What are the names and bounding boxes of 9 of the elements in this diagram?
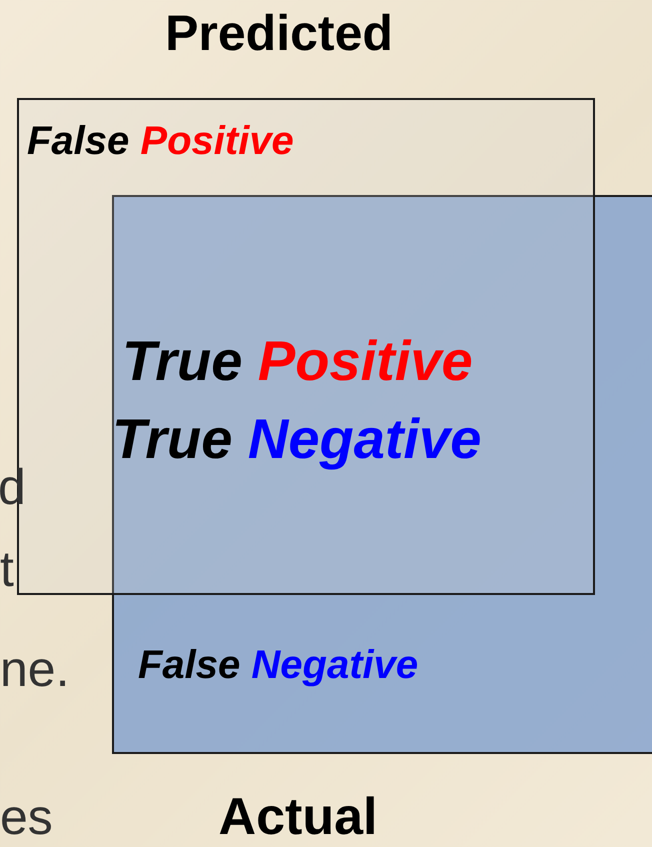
heading: Predicted xyxy=(165,6,393,61)
cell-label: False Negative xyxy=(138,643,418,687)
cell-label: False Positive xyxy=(27,119,294,163)
text-fragment: ne. xyxy=(0,642,70,697)
heading: Actual xyxy=(218,789,378,846)
cell-label: True Negative xyxy=(112,408,482,470)
text-fragment: es xyxy=(0,790,53,845)
text-fragment: t xyxy=(0,542,14,597)
cell-label: True Positive xyxy=(122,330,473,392)
